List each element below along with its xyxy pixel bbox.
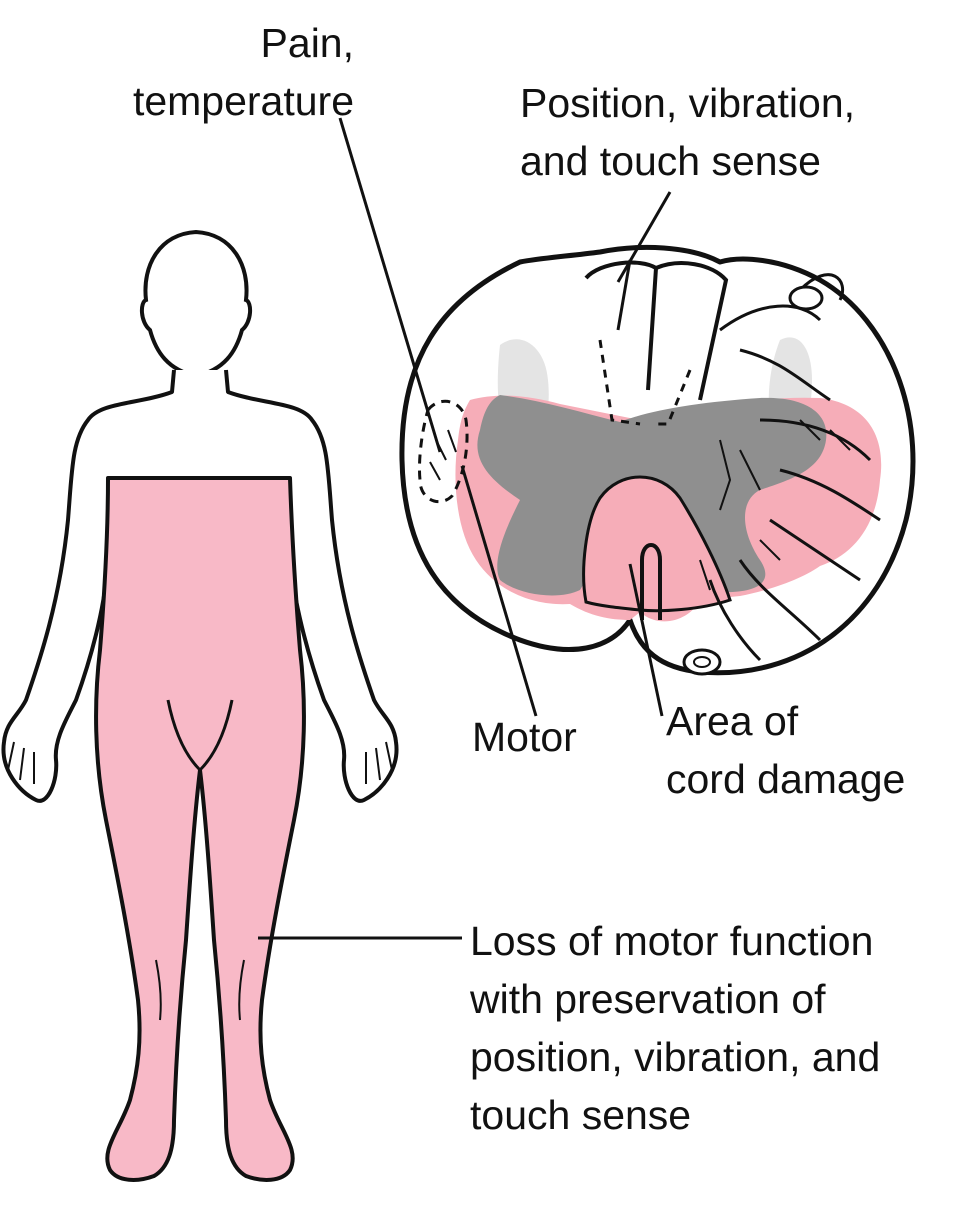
label-line: touch sense [470, 1092, 692, 1138]
head [139, 229, 253, 379]
ventral-fissure [640, 543, 662, 620]
label-line: Motor [472, 714, 577, 760]
left-hand-detail [7, 741, 35, 784]
label-motor: Motor [472, 708, 577, 766]
leader-lines [258, 117, 672, 940]
nerve-branches [699, 419, 851, 591]
label-line: and touch sense [520, 138, 821, 184]
label-line: Loss of motor function [470, 918, 874, 964]
leader-motor [460, 465, 538, 717]
affected-body-region [94, 476, 306, 1182]
label-position-vibration: Position, vibration, and touch sense [520, 74, 855, 190]
label-line: Position, vibration, [520, 80, 856, 126]
body-figure [1, 229, 399, 1182]
ventral-damage-lobe [582, 475, 732, 613]
ventral-vessel [682, 648, 722, 676]
label-line: cord damage [666, 756, 906, 802]
leader-pain-temperature [338, 117, 442, 453]
dorsal-column-dashes [598, 339, 692, 426]
label-loss-motor: Loss of motor function with preservation… [470, 912, 880, 1144]
pelvis-detail [166, 699, 234, 773]
dorsal-vessel [788, 285, 824, 311]
label-line: position, vibration, and [470, 1034, 881, 1080]
dorsal-median-line [616, 259, 632, 331]
leader-area-damage [628, 563, 664, 717]
spinal-cord-section [399, 244, 916, 676]
label-area-damage: Area of cord damage [666, 692, 905, 808]
knee-detail [155, 959, 245, 1021]
right-hand-detail [365, 741, 393, 784]
spinothalamic-tract-dashed [418, 399, 469, 503]
ventral-vessel-inner [693, 656, 711, 668]
label-line: Pain, [260, 20, 354, 66]
label-line: temperature [132, 78, 354, 124]
nerve-roots [708, 273, 881, 662]
leader-position-vibration [616, 191, 672, 283]
dorsal-column-left [584, 260, 659, 391]
gray-matter [477, 395, 827, 596]
label-line: with preservation of [470, 976, 826, 1022]
label-pain-temperature: Pain, temperature [0, 14, 354, 130]
label-line: Area of [666, 698, 799, 744]
dorsal-column-right [655, 261, 729, 401]
